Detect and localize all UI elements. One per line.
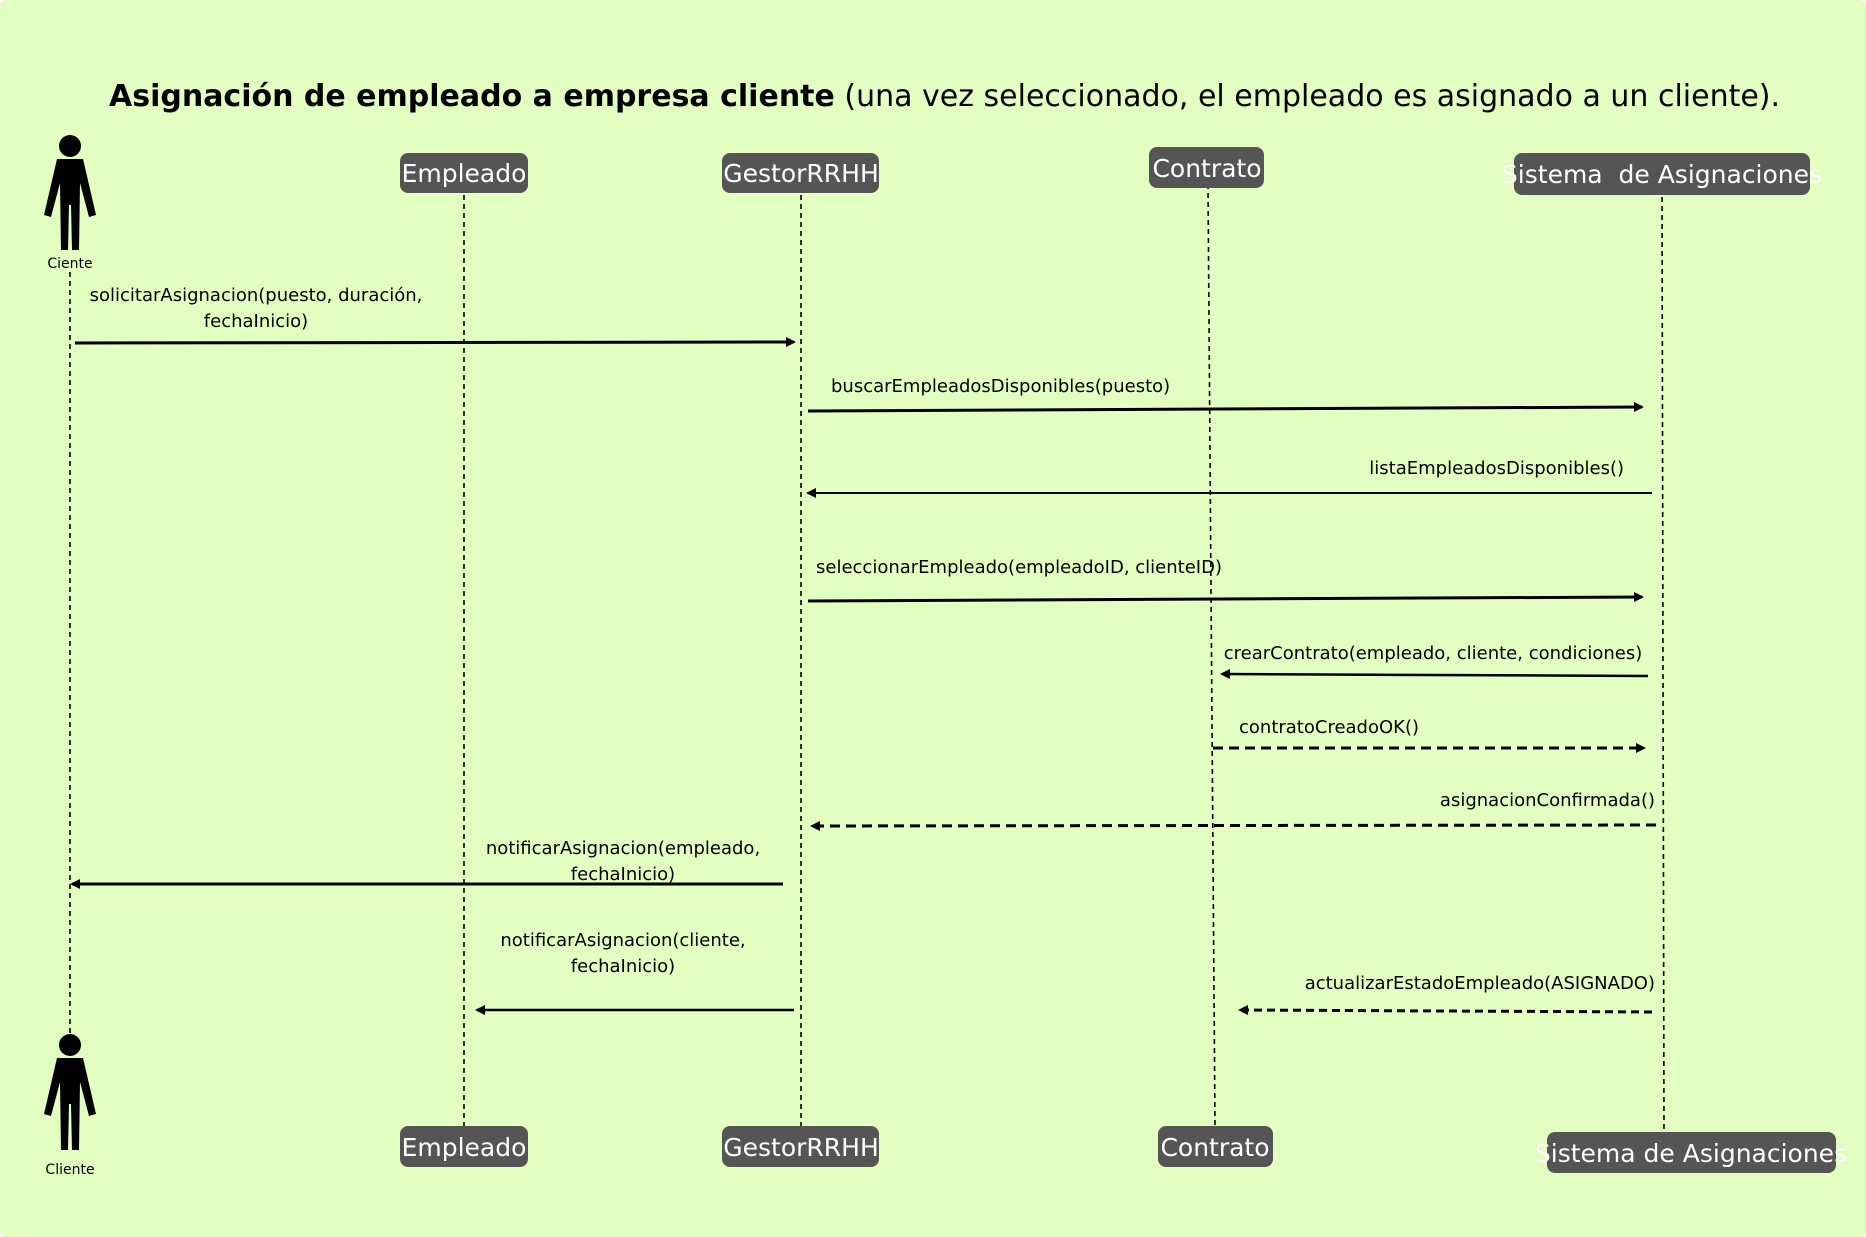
- actor-cliente-bottom: Cliente: [44, 1034, 96, 1178]
- message-label: asignacionConfirmada(): [1440, 790, 1655, 811]
- participant-label: Empleado: [402, 1133, 527, 1162]
- participant-sistema-bottom: Sistema de Asignaciones: [1535, 1132, 1847, 1173]
- participant-box: [400, 1126, 528, 1167]
- messages: solicitarAsignacion(puesto, duración, fe…: [70, 285, 1657, 1016]
- participant-box: [1149, 147, 1264, 188]
- participant-box: [1547, 1132, 1836, 1173]
- message-actualizar-estado: actualizarEstadoEmpleado(ASIGNADO): [1238, 973, 1655, 1016]
- message-notificar-empleado: notificarAsignacion(cliente, fechaInicio…: [475, 930, 794, 1015]
- message-label: fechaInicio): [571, 956, 675, 977]
- participant-gestor-top: GestorRRHH: [722, 153, 879, 193]
- participant-empleado-bottom: Empleado: [400, 1126, 528, 1167]
- participant-box: [722, 1126, 879, 1167]
- participant-box: [1514, 153, 1810, 195]
- participant-label: Contrato: [1152, 154, 1261, 183]
- participant-box: [1158, 1126, 1273, 1167]
- participant-label: Contrato: [1160, 1133, 1269, 1162]
- participant-label: Sistema de Asignaciones: [1535, 1139, 1847, 1168]
- actor-label-bottom: Cliente: [45, 1162, 94, 1178]
- message-label: listaEmpleadosDisponibles(): [1369, 458, 1624, 479]
- participant-empleado-top: Empleado: [400, 153, 528, 193]
- participant-label: GestorRRHH: [723, 159, 879, 188]
- participant-sistema-top: Sistema de Asignaciones: [1502, 153, 1822, 195]
- person-icon: [44, 135, 96, 250]
- message-arrow: [1220, 669, 1649, 680]
- message-label: crearContrato(empleado, cliente, condici…: [1224, 643, 1643, 664]
- lifeline-contrato: [1207, 183, 1216, 1127]
- message-label: buscarEmpleadosDisponibles(puesto): [831, 376, 1170, 397]
- message-arrow: [807, 592, 1644, 603]
- actor-label-top: Ciente: [47, 256, 92, 272]
- participant-box: [722, 153, 879, 193]
- diagram-title-rest: (una vez seleccionado, el empleado es as…: [835, 79, 1780, 114]
- message-label: actualizarEstadoEmpleado(ASIGNADO): [1305, 973, 1655, 994]
- message-label: contratoCreadoOK(): [1239, 717, 1419, 738]
- actor-cliente-top: Ciente: [44, 135, 96, 272]
- message-label: solicitarAsignacion(puesto, duración,: [90, 285, 423, 306]
- participant-contrato-bottom: Contrato: [1158, 1126, 1273, 1167]
- message-arrow: [1238, 1005, 1653, 1016]
- message-arrow: [810, 820, 1657, 831]
- message-asignacion-confirmada: asignacionConfirmada(): [810, 790, 1657, 831]
- person-icon: [44, 1034, 96, 1150]
- message-crear-contrato: crearContrato(empleado, cliente, condici…: [1220, 643, 1649, 680]
- participant-label: Empleado: [402, 159, 527, 188]
- diagram-title: Asignación de empleado a empresa cliente…: [109, 79, 1780, 114]
- message-buscar-empleados: buscarEmpleadosDisponibles(puesto): [807, 376, 1644, 413]
- message-arrow: [74, 337, 796, 348]
- message-label: seleccionarEmpleado(empleadoID, clienteI…: [816, 557, 1222, 578]
- message-contrato-creado-ok: contratoCreadoOK(): [1213, 717, 1646, 753]
- diagram-title-bold: Asignación de empleado a empresa cliente: [109, 79, 835, 114]
- message-label: fechaInicio): [204, 311, 308, 332]
- participant-contrato-top: Contrato: [1149, 147, 1264, 188]
- message-arrow: [807, 402, 1644, 413]
- message-label: notificarAsignacion(cliente,: [500, 930, 745, 951]
- message-seleccionar-empleado: seleccionarEmpleado(empleadoID, clienteI…: [807, 557, 1644, 603]
- message-label: fechaInicio): [571, 864, 675, 885]
- lifeline-sistema: [1661, 187, 1665, 1135]
- message-solicitar-asignacion: solicitarAsignacion(puesto, duración, fe…: [74, 285, 796, 348]
- participant-label: Sistema de Asignaciones: [1502, 160, 1822, 189]
- participant-box: [400, 153, 528, 193]
- participant-gestor-bottom: GestorRRHH: [722, 1126, 879, 1167]
- participant-label: GestorRRHH: [723, 1133, 879, 1162]
- message-label: notificarAsignacion(empleado,: [486, 838, 760, 859]
- message-notificar-cliente: notificarAsignacion(empleado, fechaInici…: [70, 838, 783, 889]
- message-lista-empleados: listaEmpleadosDisponibles(): [806, 458, 1652, 498]
